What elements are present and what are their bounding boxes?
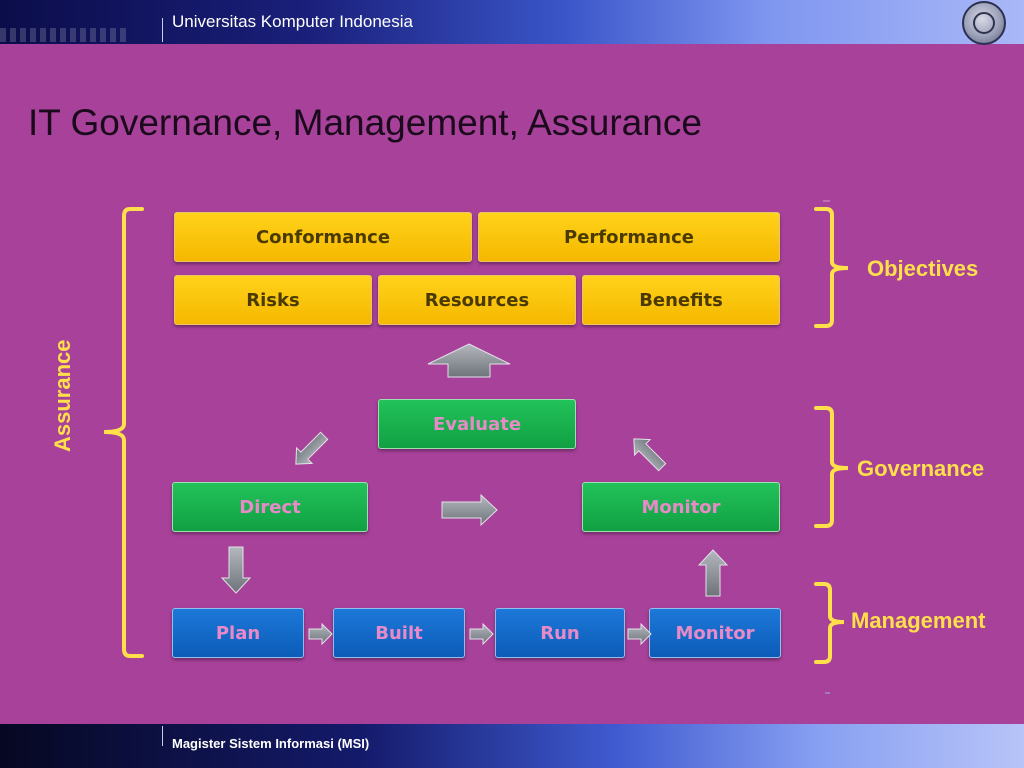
footer-bar	[0, 724, 1024, 768]
governance-evaluate: Evaluate	[378, 399, 576, 449]
arrow-direct-to-monitor-icon	[441, 493, 498, 527]
header-bar	[0, 0, 1024, 44]
university-name: Universitas Komputer Indonesia	[172, 12, 413, 31]
objective-conformance: Conformance	[174, 212, 472, 262]
page-title: IT Governance, Management, Assurance	[28, 102, 702, 143]
arrow-plan-to-built-icon	[308, 622, 333, 646]
label-management: Management	[851, 608, 986, 633]
governance-direct: Direct	[172, 482, 368, 532]
footer-separator	[162, 726, 163, 746]
objectives-brace-icon	[814, 207, 849, 328]
university-logo-icon	[962, 1, 1006, 45]
arrow-direct-to-plan-icon	[220, 546, 252, 594]
header-separator	[162, 18, 163, 42]
label-governance: Governance	[857, 456, 985, 481]
label-objectives: Objectives	[867, 256, 979, 281]
arrow-evaluate-to-direct-icon	[295, 431, 329, 465]
management-brace-icon	[814, 582, 845, 664]
assurance-brace-icon	[103, 207, 144, 658]
management-monitor: Monitor	[649, 608, 781, 658]
governance-brace-icon	[814, 406, 849, 528]
objective-performance: Performance	[478, 212, 780, 262]
footer-program-name: Magister Sistem Informasi (MSI)	[172, 736, 370, 751]
management-run: Run	[495, 608, 625, 658]
arrow-monitor-to-evaluate-icon	[633, 438, 667, 472]
management-plan: Plan	[172, 608, 304, 658]
objective-risks: Risks	[174, 275, 372, 325]
management-built: Built	[333, 608, 465, 658]
arrow-run-to-monitor-icon	[627, 622, 652, 646]
governance-monitor: Monitor	[582, 482, 780, 532]
label-assurance: Assurance	[50, 339, 75, 452]
objective-benefits: Benefits	[582, 275, 780, 325]
arrow-up-large-icon	[427, 343, 511, 378]
arrow-built-to-run-icon	[469, 622, 494, 646]
objective-resources: Resources	[378, 275, 576, 325]
header-decoration	[0, 28, 130, 42]
arrow-management-to-governance-icon	[697, 549, 729, 597]
